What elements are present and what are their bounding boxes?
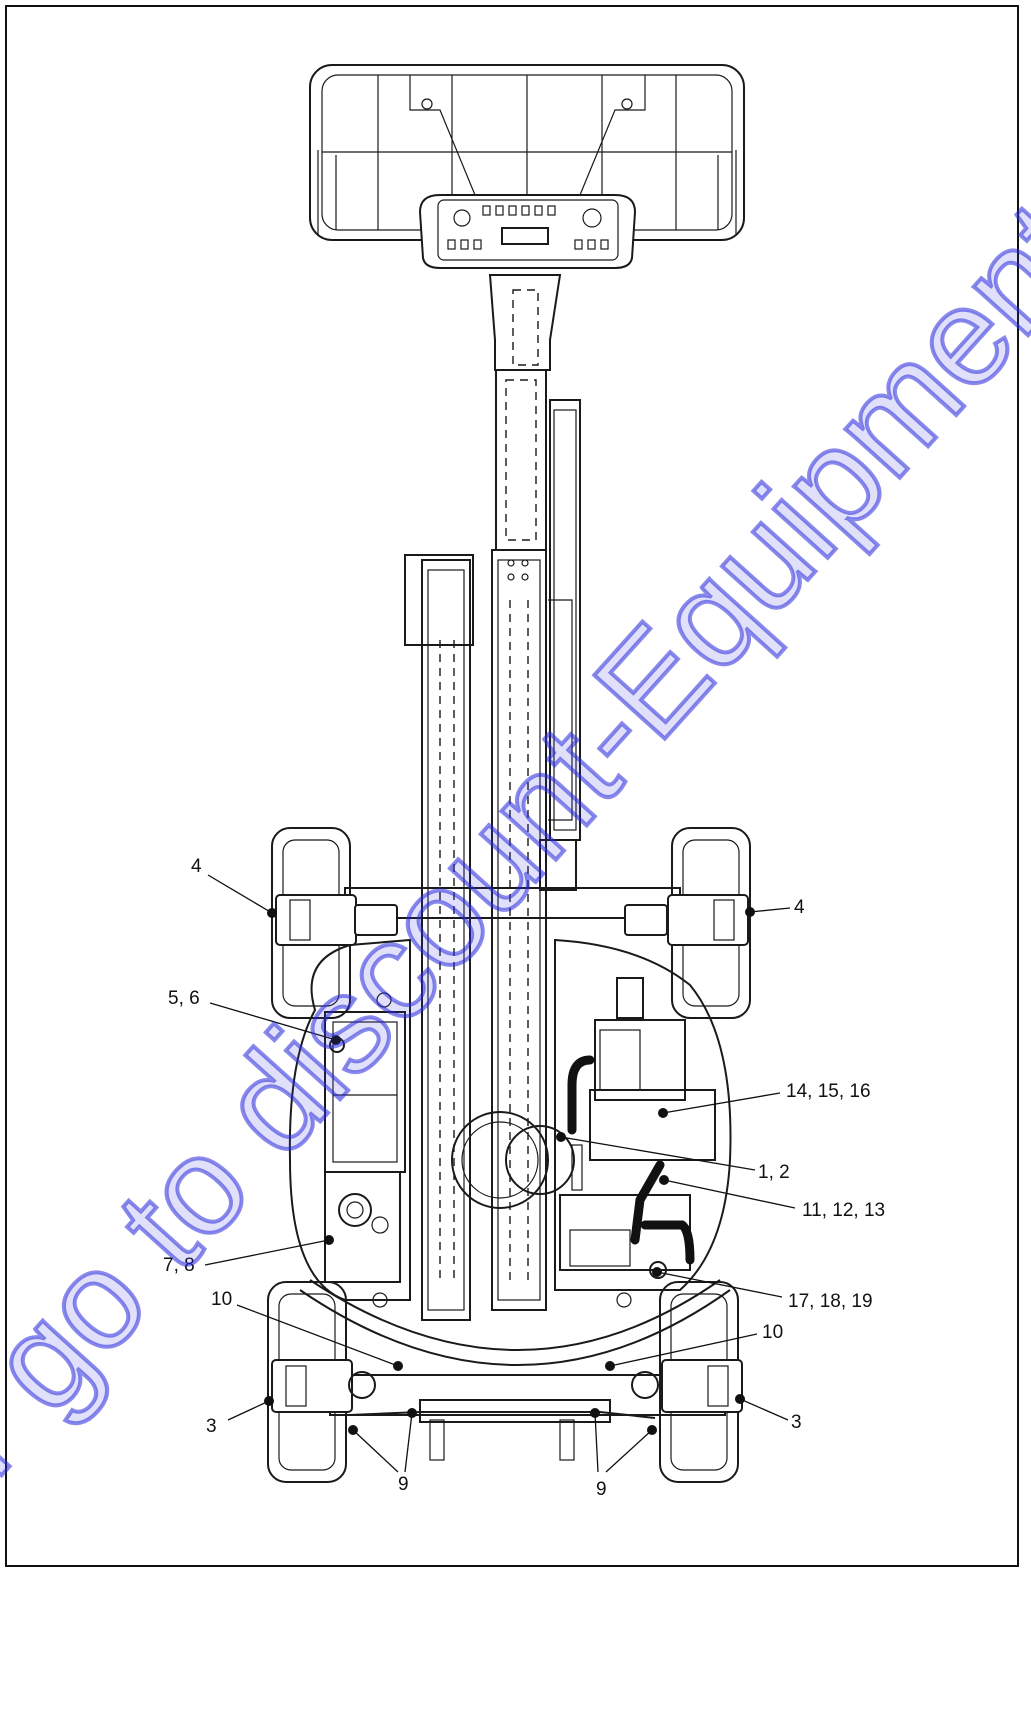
main-boom-left <box>404 554 474 1321</box>
hub-front-right <box>624 894 749 946</box>
callout-17-18-19: 17, 18, 19 <box>788 1291 873 1312</box>
steering-linkage <box>348 1371 659 1419</box>
callout-10-left: 10 <box>211 1289 233 1310</box>
callout-4-left: 4 <box>191 856 202 877</box>
callout-7-8: 7, 8 <box>163 1255 195 1276</box>
turntable <box>288 938 732 1366</box>
callout-4-right: 4 <box>794 897 805 918</box>
page-border <box>5 5 1019 1567</box>
callout-5-6: 5, 6 <box>168 988 200 1009</box>
callout-3-right: 3 <box>791 1412 802 1433</box>
jib-boom <box>488 274 562 1311</box>
callout-1-2: 1, 2 <box>758 1162 790 1183</box>
hub-rear-left <box>271 1359 353 1413</box>
callout-9-right: 9 <box>596 1479 607 1500</box>
slew-ring <box>451 1111 575 1209</box>
leader-lines <box>204 874 796 1473</box>
callout-14-15-16: 14, 15, 16 <box>786 1081 871 1102</box>
platform-control-box <box>418 194 637 269</box>
hub-front-left <box>275 894 398 946</box>
machine-top-view-drawing <box>204 64 796 1483</box>
power-unit <box>559 977 716 1279</box>
callout-10-right: 10 <box>762 1322 784 1343</box>
callout-11-12-13: 11, 12, 13 <box>802 1200 886 1221</box>
ground-control-box <box>324 1011 406 1283</box>
hub-rear-right <box>661 1359 743 1413</box>
callout-3-left: 3 <box>206 1416 217 1437</box>
callout-9-left: 9 <box>398 1474 409 1495</box>
side-arm <box>539 399 581 891</box>
